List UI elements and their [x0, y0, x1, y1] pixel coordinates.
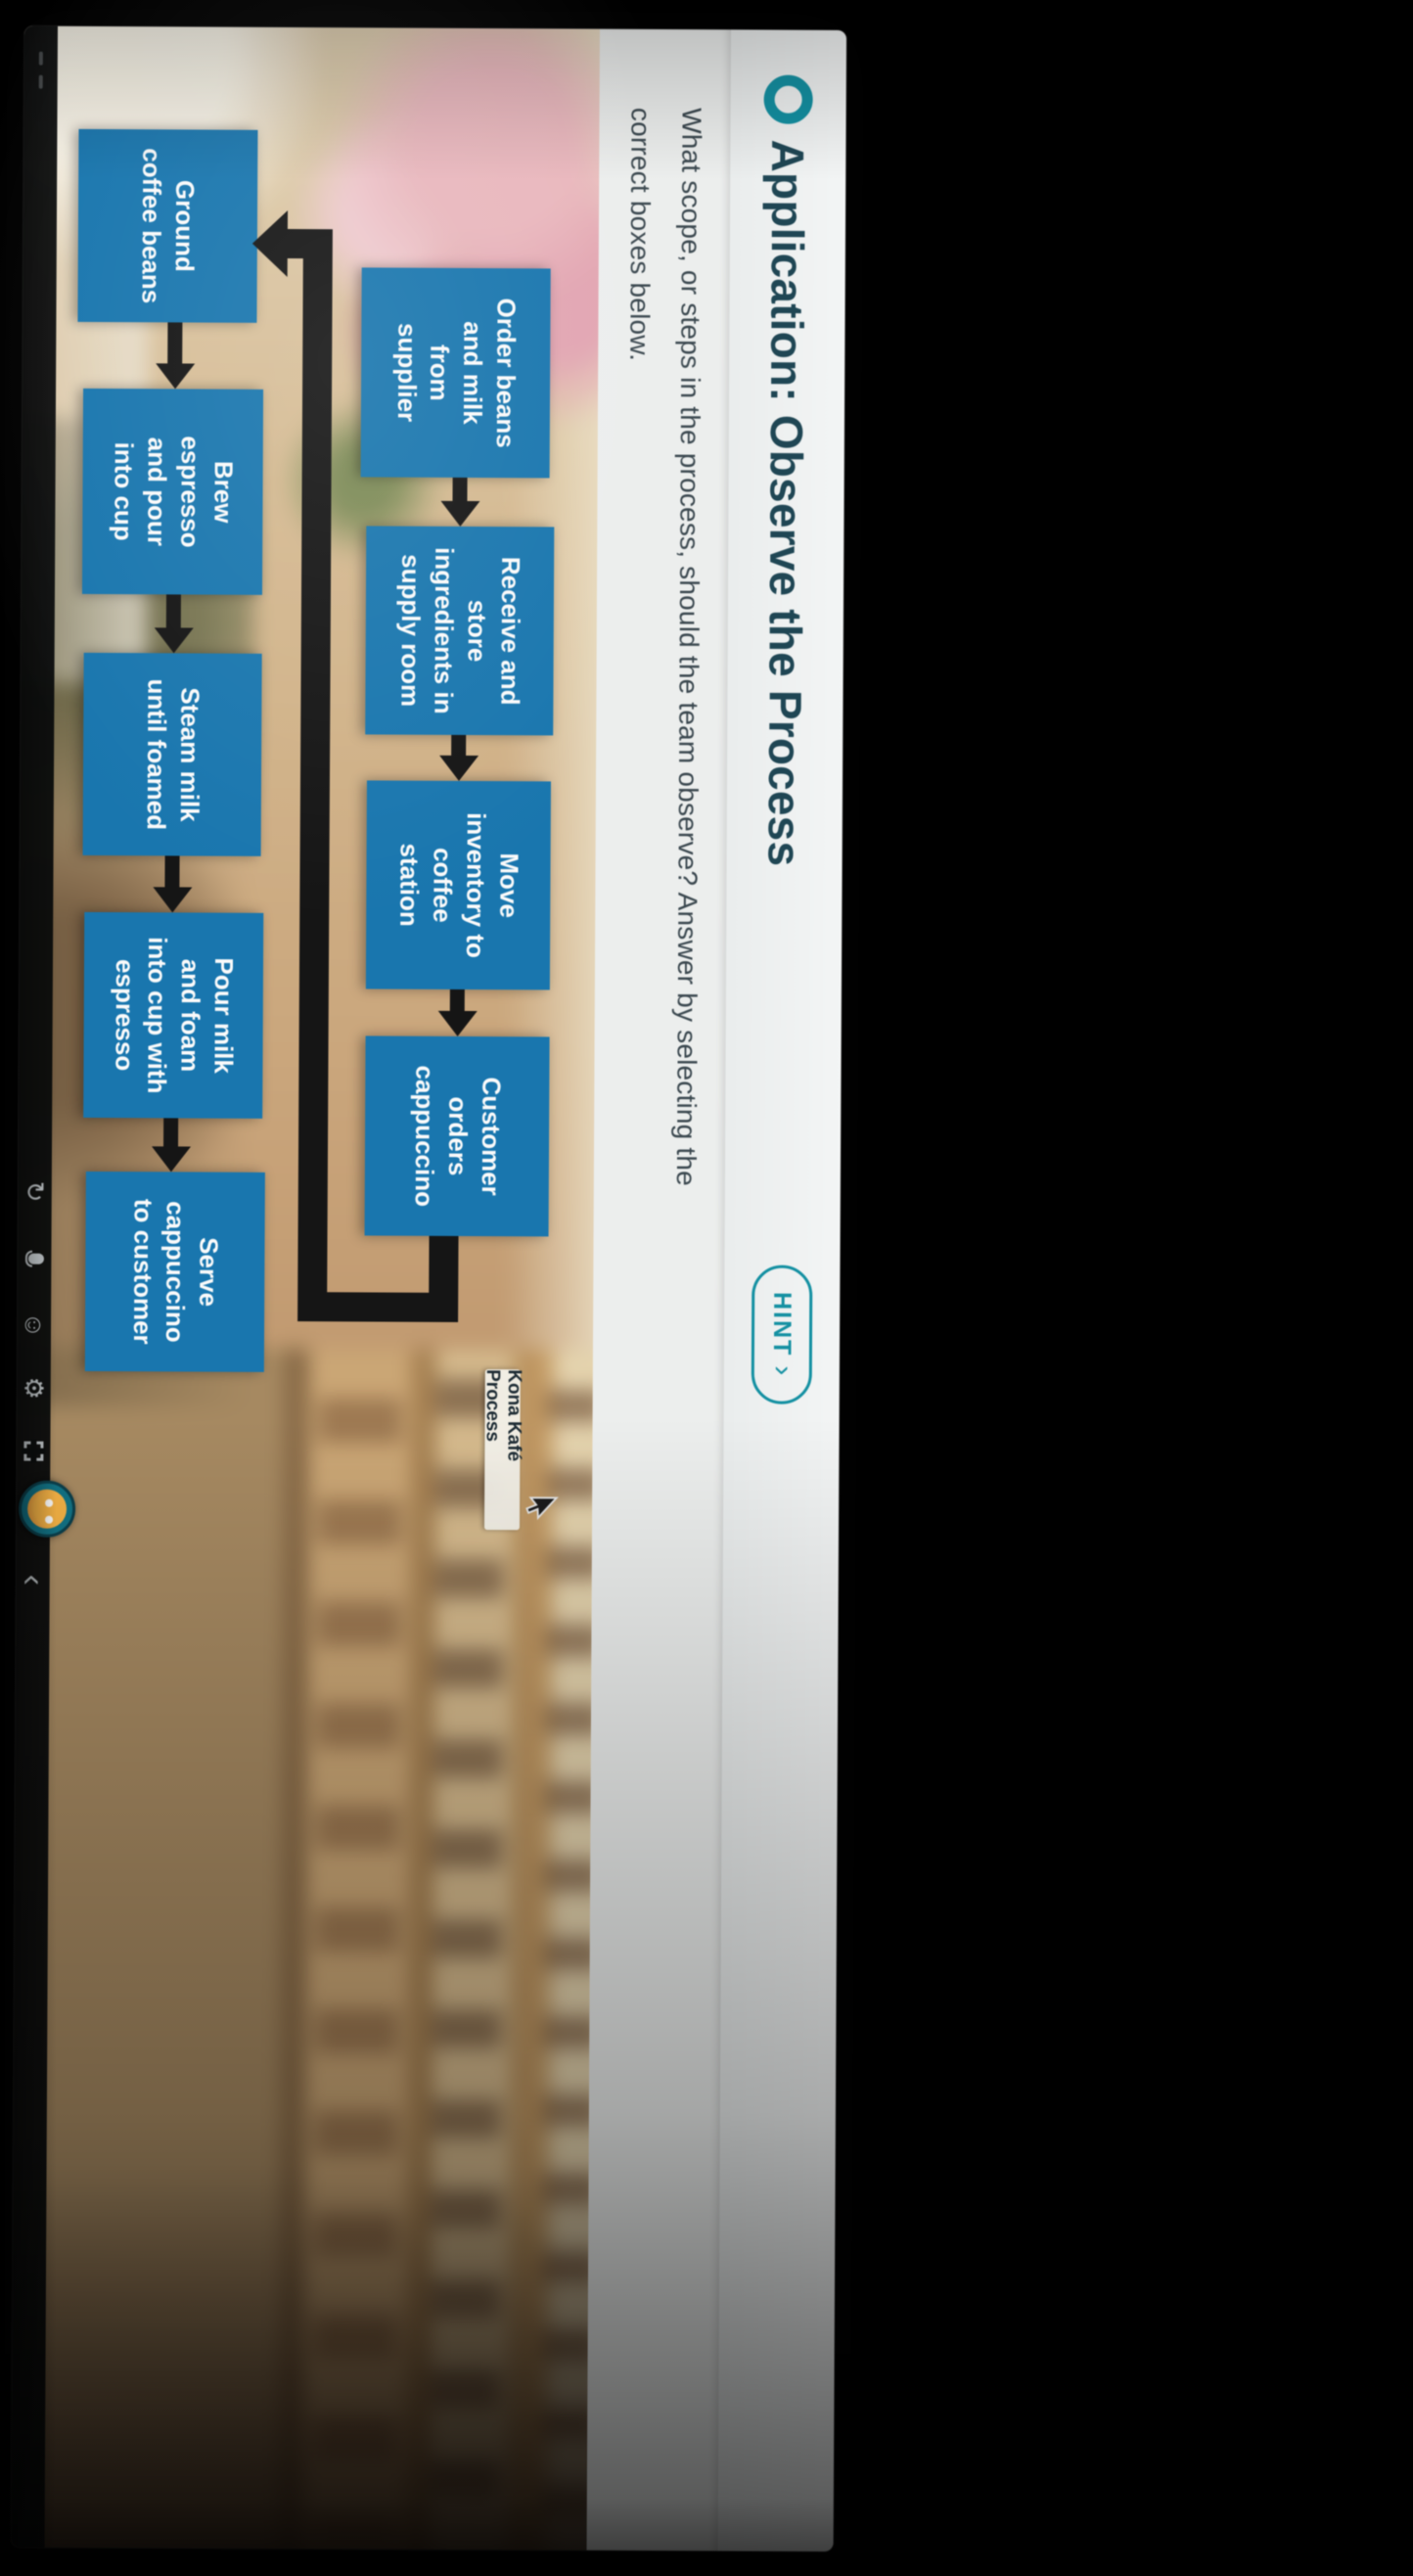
arrow-connector	[437, 989, 478, 1037]
loop-connector-segment	[285, 228, 303, 259]
flow-box-receive-store[interactable]: Receive and store ingredients in supply …	[365, 526, 555, 736]
flowchart-image: Order beans and milk from supplier Recei…	[11, 25, 600, 2551]
question-text-line1: What scope, or steps in the process, sho…	[670, 108, 707, 1187]
question-text-line2: correct boxes below.	[624, 107, 657, 362]
flow-box-brew-espresso[interactable]: Brew espresso and pour into cup	[81, 388, 264, 595]
flow-box-grind-beans[interactable]: Ground coffee beans	[77, 128, 258, 323]
owl-logo-button[interactable]	[18, 1480, 76, 1538]
question-section: What scope, or steps in the process, sho…	[586, 28, 731, 2552]
gear-icon[interactable]: ⚙	[19, 1376, 49, 1401]
loop-connector-segment	[297, 229, 333, 1322]
flow-box-customer-orders[interactable]: Customer orders cappuccino	[364, 1035, 550, 1237]
diagram-caption: Kona Kafé Process	[481, 1369, 524, 1531]
grip-mark	[38, 51, 43, 66]
chevron-left-icon[interactable]: ‹	[14, 1574, 52, 1587]
mic-icon[interactable]	[24, 1248, 44, 1269]
arrow-connector	[151, 1118, 192, 1173]
flow-box-pour-milk[interactable]: Pour milk and foam into cup with espress…	[83, 911, 264, 1119]
hint-label: HINT	[768, 1291, 797, 1357]
flow-box-steam-milk[interactable]: Steam milk until foamed	[82, 652, 262, 856]
arrow-connector	[440, 477, 480, 528]
smiley-icon[interactable]: ☺	[19, 1311, 50, 1339]
chevron-right-icon: ›	[767, 1365, 800, 1378]
arrow-connector	[438, 734, 479, 782]
lesson-header: Application: Observe the Process HINT ›	[717, 29, 846, 2552]
arrow-connector	[156, 322, 196, 390]
block-circle-icon	[763, 74, 813, 124]
flow-box-order-supplier[interactable]: Order beans and milk from supplier	[360, 267, 551, 479]
mouse-cursor	[519, 1495, 559, 1524]
fullscreen-icon[interactable]	[22, 1439, 46, 1463]
hint-button[interactable]: HINT ›	[751, 1265, 813, 1404]
grip-mark	[38, 74, 43, 89]
flow-box-serve-cappuccino[interactable]: Serve cappuccino to customer	[84, 1171, 265, 1372]
arrow-connector	[154, 594, 194, 654]
page-title: Application: Observe the Process	[758, 139, 814, 867]
loop-arrowhead-down	[251, 209, 289, 278]
refresh-icon[interactable]: ↻	[20, 1180, 50, 1203]
flow-box-move-inventory[interactable]: Move inventory to coffee station	[365, 780, 551, 990]
device-screen: Application: Observe the Process HINT › …	[10, 24, 847, 2553]
arrow-connector	[153, 855, 193, 913]
